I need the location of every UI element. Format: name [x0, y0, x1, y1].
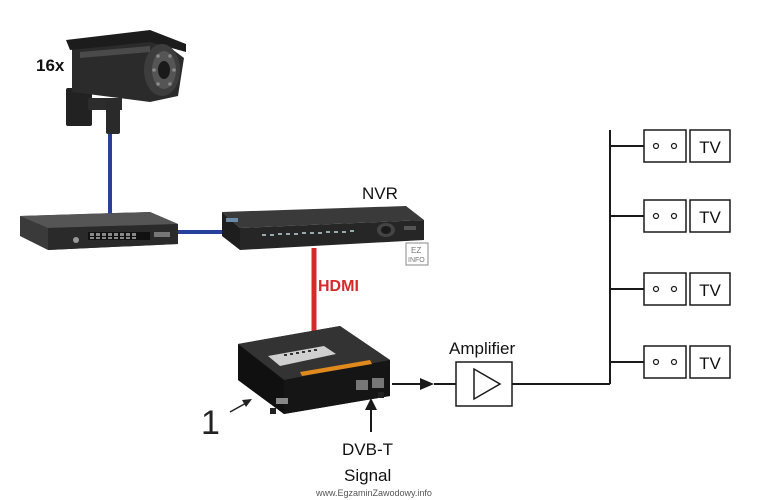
tv-outlet-2: TV [610, 199, 731, 233]
network-switch-icon [20, 212, 178, 250]
tv-box [689, 272, 731, 306]
hdmi-label: HDMI [318, 278, 359, 295]
nvr-recorder-icon [222, 206, 424, 250]
tv-box [689, 345, 731, 379]
dvbt-label-line-1: DVB-T [342, 440, 393, 459]
tv-outlet-4: TV [610, 345, 731, 379]
tv-outlet-1: TV [610, 129, 731, 163]
watermark-stamp: EZ INFO [405, 242, 429, 266]
tv-label: TV [699, 354, 721, 373]
dvbt-input-arrow [365, 398, 377, 432]
nvr-label: NVR [362, 184, 398, 203]
tv-outlet-3: TV [610, 272, 731, 306]
stamp-line-1: EZ [411, 246, 421, 255]
tv-box [689, 199, 731, 233]
wall-socket-icon [643, 129, 687, 163]
cctv-camera-icon [66, 30, 186, 134]
wall-socket-icon [643, 199, 687, 233]
stamp-line-2: INFO [408, 257, 425, 264]
marker-arrow [229, 399, 252, 413]
tv-label: TV [699, 138, 721, 157]
dvbt-label-line-2: Signal [344, 466, 391, 485]
tv-label: TV [699, 281, 721, 300]
amplifier-triangle-icon [455, 361, 513, 407]
wall-socket-icon [643, 345, 687, 379]
modulator-to-amplifier-link [392, 378, 456, 390]
tv-box [689, 129, 731, 163]
zoom-label: 16x [36, 56, 65, 75]
modulator-marker: 1 [201, 404, 220, 442]
tv-label: TV [699, 208, 721, 227]
watermark-text: www.EgzaminZawodowy.info [315, 488, 432, 498]
dvbt-modulator-icon [238, 326, 390, 414]
amplifier-label: Amplifier [449, 339, 515, 358]
wall-socket-icon [643, 272, 687, 306]
